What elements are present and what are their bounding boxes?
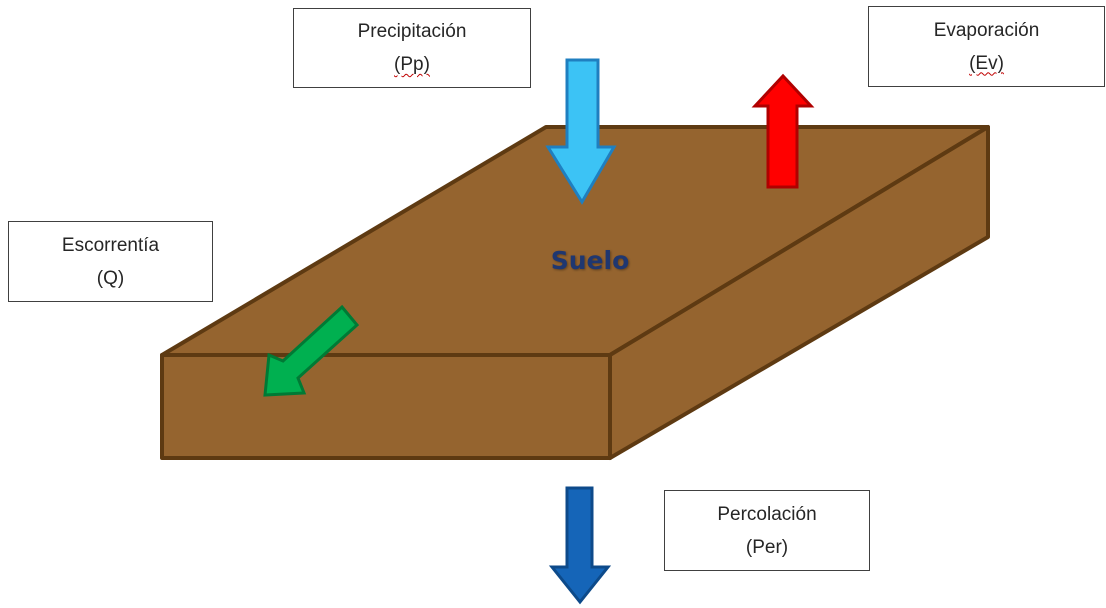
percolation-label-box: Percolación (Per) <box>664 490 870 571</box>
precipitation-label-box: Precipitación (Pp) <box>293 8 531 88</box>
runoff-label-box: Escorrentía (Q) <box>8 221 213 302</box>
evaporation-arrow-icon <box>751 73 815 189</box>
precipitation-arrow-icon <box>545 58 617 205</box>
soil-label: Suelo <box>550 246 630 275</box>
evaporation-name: Evaporación <box>933 19 1040 41</box>
evaporation-abbr: (Ev) <box>969 52 1004 74</box>
percolation-name: Percolación <box>717 503 817 525</box>
precipitation-abbr: (Pp) <box>394 54 430 75</box>
percolation-abbr: (Per) <box>745 536 789 558</box>
evaporation-label-box: Evaporación (Ev) <box>868 6 1105 87</box>
runoff-arrow-icon <box>263 304 360 397</box>
percolation-arrow-icon <box>548 486 612 605</box>
precipitation-name: Precipitación <box>357 21 467 42</box>
runoff-name: Escorrentía <box>61 234 160 256</box>
runoff-abbr: (Q) <box>96 267 125 289</box>
soil-front-face <box>160 353 612 460</box>
